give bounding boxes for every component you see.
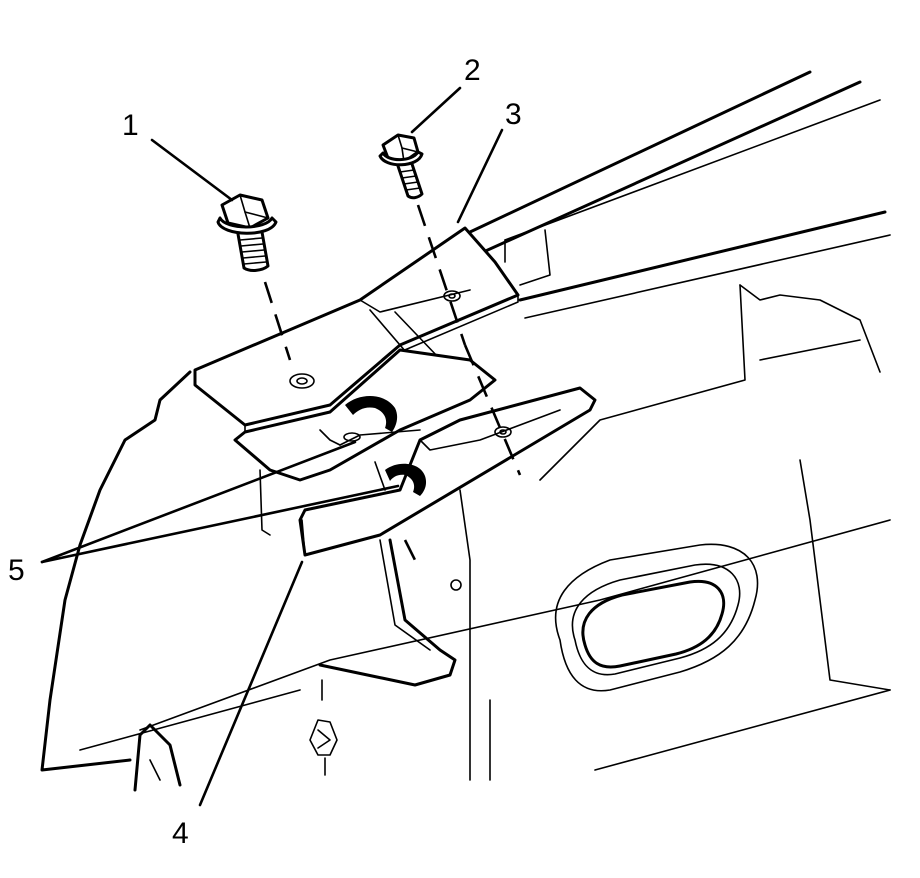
- retainer-tabs: [319, 395, 427, 496]
- upper-bracket: [193, 226, 520, 482]
- oval-opening: [554, 543, 759, 692]
- leader-lines: [40, 86, 504, 807]
- callout-4: 4: [172, 817, 189, 850]
- callout-2: 2: [464, 54, 481, 87]
- callout-5: 5: [8, 554, 25, 587]
- callout-1: 1: [122, 109, 139, 142]
- body-panel: [40, 70, 891, 792]
- bolt-1: [216, 193, 278, 272]
- lower-bracket: [298, 386, 597, 557]
- alignment-lines: [263, 204, 522, 561]
- bolt-2: [378, 133, 424, 200]
- callout-3: 3: [505, 98, 522, 131]
